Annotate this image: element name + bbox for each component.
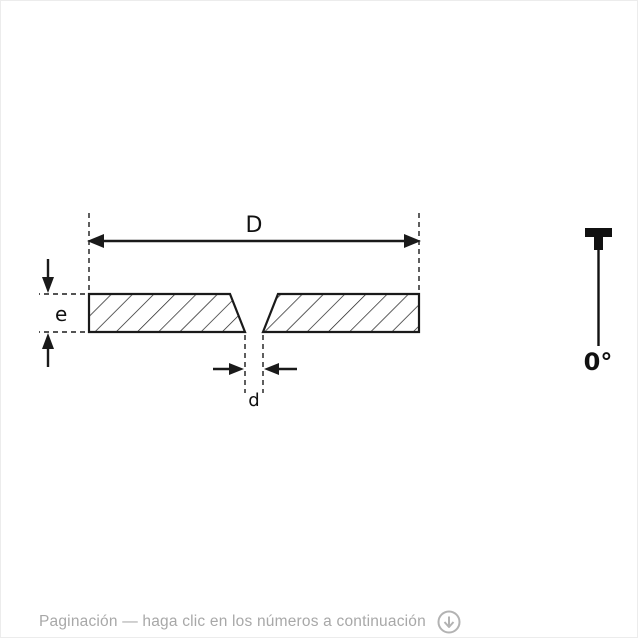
thickness-dimension: e [39,259,85,367]
technical-diagram: D e d [39,213,613,411]
arrowhead-right-icon [404,234,421,248]
cross-section-left [87,292,247,334]
bore-label: d [248,390,259,411]
pagination-text: Paginación — haga clic en los números a … [39,613,426,630]
arrowhead-inward-right-icon [229,363,244,375]
arrowhead-left-icon [87,234,104,248]
profile-hub-icon [594,237,603,250]
arrowhead-up-icon [42,333,54,349]
disc-cross-section [87,292,421,334]
pagination-down-icon[interactable] [436,609,462,635]
blade-profile-icon: 0° [584,228,613,376]
cross-section-right [261,292,421,334]
bore-dimension: d [213,335,297,411]
thickness-label: e [55,302,67,326]
arrowhead-down-icon [42,277,54,293]
profile-head-icon [585,228,612,237]
arrowhead-inward-left-icon [264,363,279,375]
diameter-dimension: D [87,213,421,291]
pagination-bar: Paginación — haga clic en los números a … [39,609,637,635]
angle-label: 0° [584,348,613,376]
diameter-label: D [246,213,263,238]
arrow-down-circle-icon [437,610,461,634]
